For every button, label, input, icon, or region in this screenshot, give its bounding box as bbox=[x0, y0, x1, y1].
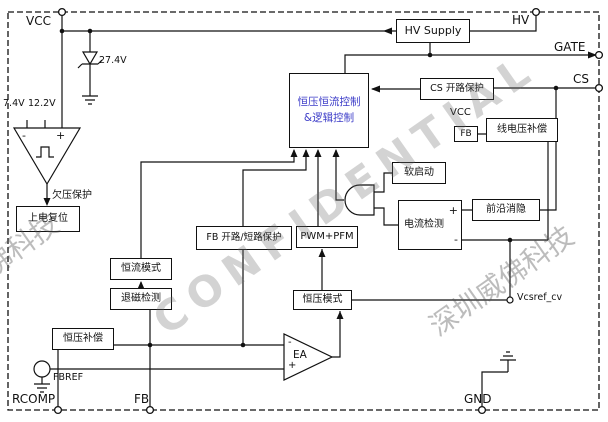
wire-cs bbox=[372, 87, 595, 211]
uvlo-plus: + bbox=[56, 129, 66, 142]
soft-start-block: 软启动 bbox=[392, 162, 446, 184]
line-voltage-comp-block: 线电压补偿 bbox=[486, 118, 558, 142]
ground-icon bbox=[34, 383, 50, 393]
leading-edge-blanking-block: 前沿消隐 bbox=[472, 199, 540, 221]
zener-diode-icon bbox=[77, 51, 103, 69]
pwm-pfm-block: PWM+PFM bbox=[296, 226, 358, 248]
arrowheads bbox=[43, 27, 597, 319]
and-gate-icon bbox=[344, 184, 375, 216]
pin-label-cs: CS bbox=[573, 72, 589, 86]
line-comp-fb-label: FB bbox=[454, 126, 478, 142]
cs-open-protect-block: CS 开路保护 bbox=[420, 78, 494, 100]
vcsref-label: Vcsref_cv bbox=[517, 292, 563, 303]
pin-label-rcomp: RCOMP bbox=[12, 392, 56, 406]
ground-icon bbox=[82, 95, 98, 105]
demag-detect-block: 退磁检测 bbox=[110, 288, 172, 310]
ea-minus: - bbox=[288, 337, 292, 348]
ea-label: EA bbox=[293, 349, 307, 361]
error-amp-triangle bbox=[283, 333, 334, 381]
control-logic-line2: &逻辑控制 bbox=[303, 111, 355, 124]
fbref-label: FBREF bbox=[53, 372, 84, 383]
wire-and-gate bbox=[335, 150, 398, 226]
pin-label-gate: GATE bbox=[554, 40, 586, 54]
fb-pin bbox=[145, 405, 155, 415]
gate-pin bbox=[594, 50, 604, 60]
uvlo-comparator-triangle bbox=[12, 127, 82, 186]
ea-plus: + bbox=[288, 360, 297, 371]
pin-label-gnd: GND bbox=[464, 392, 492, 406]
current-sense-label: 电流检测 bbox=[404, 219, 444, 231]
cv-mode-block: 恒压模式 bbox=[293, 290, 352, 310]
control-logic-block: 恒压恒流控制 &逻辑控制 bbox=[289, 73, 369, 148]
control-logic-line1: 恒压恒流控制 bbox=[297, 95, 361, 108]
wire-gnd bbox=[41, 360, 509, 407]
wire-center-verticals bbox=[140, 150, 341, 358]
current-sense-block: 电流检测 + - bbox=[398, 200, 462, 250]
vcsref-terminal bbox=[506, 296, 514, 304]
cs-pin bbox=[594, 83, 604, 93]
current-sense-minus: - bbox=[454, 233, 458, 246]
pin-label-vcc: VCC bbox=[26, 14, 51, 28]
fbref-source-icon bbox=[33, 360, 51, 378]
chip-boundary bbox=[7, 11, 600, 411]
uvlo-minus: - bbox=[22, 129, 26, 142]
package-pins bbox=[53, 7, 604, 415]
hv-pin bbox=[531, 7, 541, 17]
wire-current-sense bbox=[462, 142, 549, 297]
hysteresis-icon bbox=[36, 146, 54, 158]
zener-value-label: 27.4V bbox=[99, 55, 127, 66]
wire-gate bbox=[344, 54, 595, 73]
vcc-pin bbox=[57, 7, 67, 17]
pin-label-hv: HV bbox=[512, 13, 530, 27]
wire-feedback bbox=[50, 250, 284, 407]
line-comp-vcc-label: VCC bbox=[450, 107, 471, 118]
power-on-reset-block: 上电复位 bbox=[16, 206, 80, 232]
uvlo-low-threshold-label: 7.4V bbox=[3, 98, 25, 109]
ground-icon bbox=[500, 351, 516, 361]
wire-vcc-rail bbox=[61, 15, 396, 128]
ground-symbols bbox=[34, 95, 516, 393]
gnd-pin bbox=[477, 405, 487, 415]
uvlo-label: 欠压保护 bbox=[52, 190, 92, 201]
rcomp-pin bbox=[53, 405, 63, 415]
pin-label-fb: FB bbox=[134, 392, 150, 406]
cv-comp-block: 恒压补偿 bbox=[52, 328, 114, 350]
uvlo-high-threshold-label: 12.2V bbox=[28, 98, 56, 109]
junction-dots bbox=[59, 28, 559, 348]
fb-protect-block: FB 开路/短路保护 bbox=[196, 226, 292, 250]
wire-vcsref bbox=[352, 133, 507, 301]
cc-mode-block: 恒流模式 bbox=[110, 258, 172, 280]
current-sense-plus: + bbox=[448, 204, 458, 217]
hv-supply-block: HV Supply bbox=[396, 19, 470, 43]
